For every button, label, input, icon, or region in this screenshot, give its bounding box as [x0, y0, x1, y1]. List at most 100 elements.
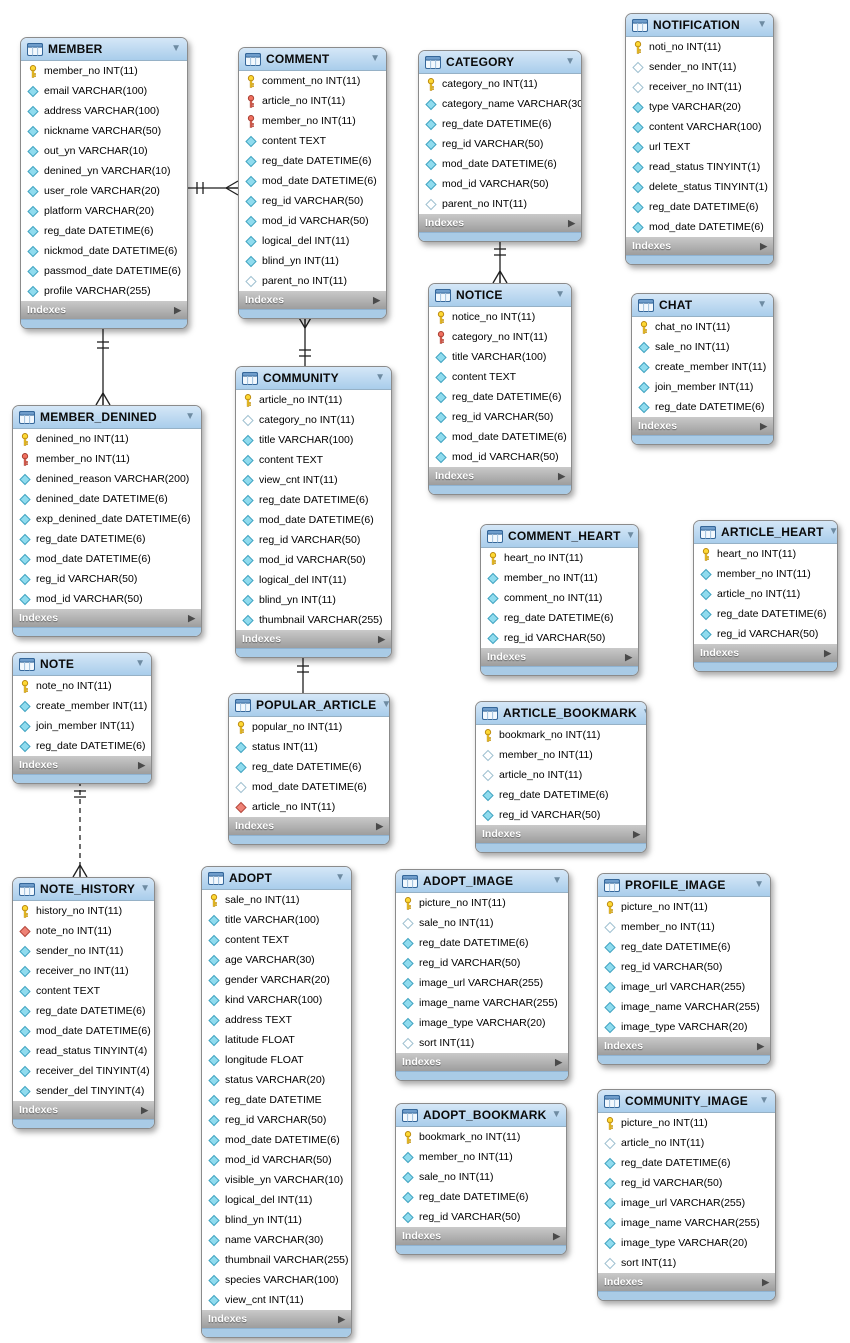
- table-header[interactable]: POPULAR_ARTICLE▼: [229, 694, 389, 717]
- expand-arrow-icon[interactable]: ▶: [376, 820, 383, 831]
- collapse-arrow-icon[interactable]: ▼: [625, 530, 636, 541]
- expand-arrow-icon[interactable]: ▶: [633, 828, 640, 839]
- indexes-section[interactable]: Indexes▶: [632, 417, 773, 435]
- expand-arrow-icon[interactable]: ▶: [824, 647, 831, 658]
- collapse-arrow-icon[interactable]: ▼: [171, 43, 181, 54]
- expand-arrow-icon[interactable]: ▶: [760, 240, 767, 251]
- indexes-section[interactable]: Indexes▶: [202, 1310, 351, 1328]
- indexes-section[interactable]: Indexes▶: [429, 467, 571, 485]
- collapse-arrow-icon[interactable]: ▼: [185, 411, 195, 422]
- table-adopt_bookmark[interactable]: ADOPT_BOOKMARK▼bookmark_no INT(11)member…: [395, 1103, 567, 1255]
- table-header[interactable]: NOTE▼: [13, 653, 151, 676]
- table-header[interactable]: COMMUNITY_IMAGE▼: [598, 1090, 775, 1113]
- collapse-arrow-icon[interactable]: ▼: [757, 299, 767, 310]
- table-category[interactable]: CATEGORY▼category_no INT(11)category_nam…: [418, 50, 582, 242]
- expand-arrow-icon[interactable]: ▶: [378, 633, 385, 644]
- indexes-section[interactable]: Indexes▶: [419, 214, 581, 232]
- expand-arrow-icon[interactable]: ▶: [553, 1230, 560, 1241]
- table-header[interactable]: PROFILE_IMAGE▼: [598, 874, 770, 897]
- table-comment_heart[interactable]: COMMENT_HEART▼heart_no INT(11)member_no …: [480, 524, 639, 676]
- table-header[interactable]: MEMBER▼: [21, 38, 187, 61]
- collapse-arrow-icon[interactable]: ▼: [375, 372, 385, 383]
- expand-arrow-icon[interactable]: ▶: [138, 759, 145, 770]
- relationship-category-notice[interactable]: [492, 239, 508, 284]
- table-member[interactable]: MEMBER▼member_no INT(11)email VARCHAR(10…: [20, 37, 188, 329]
- table-note[interactable]: NOTE▼note_no INT(11)create_member INT(11…: [12, 652, 152, 784]
- indexes-section[interactable]: Indexes▶: [236, 630, 391, 648]
- indexes-section[interactable]: Indexes▶: [396, 1227, 566, 1245]
- table-adopt[interactable]: ADOPT▼sale_no INT(11)title VARCHAR(100)c…: [201, 866, 352, 1338]
- expand-arrow-icon[interactable]: ▶: [762, 1276, 769, 1287]
- table-header[interactable]: CATEGORY▼: [419, 51, 581, 74]
- table-profile_image[interactable]: PROFILE_IMAGE▼picture_no INT(11)member_n…: [597, 873, 771, 1065]
- indexes-section[interactable]: Indexes▶: [476, 825, 646, 843]
- indexes-section[interactable]: Indexes▶: [598, 1037, 770, 1055]
- expand-arrow-icon[interactable]: ▶: [188, 612, 195, 623]
- indexes-section[interactable]: Indexes▶: [481, 648, 638, 666]
- indexes-section[interactable]: Indexes▶: [598, 1273, 775, 1291]
- table-adopt_image[interactable]: ADOPT_IMAGE▼picture_no INT(11)sale_no IN…: [395, 869, 569, 1081]
- collapse-arrow-icon[interactable]: ▼: [551, 1109, 562, 1120]
- collapse-arrow-icon[interactable]: ▼: [335, 872, 345, 883]
- collapse-arrow-icon[interactable]: ▼: [754, 879, 764, 890]
- table-header[interactable]: ADOPT_BOOKMARK▼: [396, 1104, 566, 1127]
- expand-arrow-icon[interactable]: ▶: [338, 1313, 345, 1324]
- collapse-arrow-icon[interactable]: ▼: [757, 19, 767, 30]
- table-header[interactable]: CHAT▼: [632, 294, 773, 317]
- expand-arrow-icon[interactable]: ▶: [760, 420, 767, 431]
- table-community[interactable]: COMMUNITY▼article_no INT(11)category_no …: [235, 366, 392, 658]
- expand-arrow-icon[interactable]: ▶: [625, 651, 632, 662]
- indexes-section[interactable]: Indexes▶: [13, 756, 151, 774]
- collapse-arrow-icon[interactable]: ▼: [140, 883, 150, 894]
- table-member_denined[interactable]: MEMBER_DENINED▼denined_no INT(11)member_…: [12, 405, 202, 637]
- table-header[interactable]: COMMENT▼: [239, 48, 386, 71]
- indexes-section[interactable]: Indexes▶: [239, 291, 386, 309]
- table-header[interactable]: ARTICLE_BOOKMARK▼: [476, 702, 646, 725]
- collapse-arrow-icon[interactable]: ▼: [828, 526, 838, 537]
- indexes-section[interactable]: Indexes▶: [13, 1101, 154, 1119]
- indexes-section[interactable]: Indexes▶: [229, 817, 389, 835]
- table-comment[interactable]: COMMENT▼comment_no INT(11)article_no INT…: [238, 47, 387, 319]
- collapse-arrow-icon[interactable]: ▼: [370, 53, 380, 64]
- table-community_image[interactable]: COMMUNITY_IMAGE▼picture_no INT(11)articl…: [597, 1089, 776, 1301]
- table-header[interactable]: COMMENT_HEART▼: [481, 525, 638, 548]
- table-popular_article[interactable]: POPULAR_ARTICLE▼popular_no INT(11)status…: [228, 693, 390, 845]
- indexes-section[interactable]: Indexes▶: [13, 609, 201, 627]
- collapse-arrow-icon[interactable]: ▼: [565, 56, 575, 67]
- relationship-member-comment[interactable]: [186, 180, 239, 196]
- relationship-community-comment[interactable]: [297, 315, 313, 366]
- collapse-arrow-icon[interactable]: ▼: [381, 700, 389, 710]
- relationship-member-member_denined[interactable]: [95, 326, 111, 406]
- table-header[interactable]: COMMUNITY▼: [236, 367, 391, 390]
- expand-arrow-icon[interactable]: ▶: [558, 470, 565, 481]
- table-header[interactable]: NOTIFICATION▼: [626, 14, 773, 37]
- table-header[interactable]: MEMBER_DENINED▼: [13, 406, 201, 429]
- collapse-arrow-icon[interactable]: ▼: [555, 289, 565, 300]
- collapse-arrow-icon[interactable]: ▼: [552, 875, 562, 886]
- relationship-note-note_history[interactable]: [72, 781, 88, 878]
- table-header[interactable]: ARTICLE_HEART▼: [694, 521, 837, 544]
- table-article_heart[interactable]: ARTICLE_HEART▼heart_no INT(11)member_no …: [693, 520, 838, 672]
- expand-arrow-icon[interactable]: ▶: [174, 304, 181, 315]
- indexes-section[interactable]: Indexes▶: [694, 644, 837, 662]
- table-header[interactable]: ADOPT▼: [202, 867, 351, 890]
- collapse-arrow-icon[interactable]: ▼: [642, 708, 646, 718]
- indexes-section[interactable]: Indexes▶: [626, 237, 773, 255]
- table-notice[interactable]: NOTICE▼notice_no INT(11)category_no INT(…: [428, 283, 572, 495]
- table-notification[interactable]: NOTIFICATION▼noti_no INT(11)sender_no IN…: [625, 13, 774, 265]
- expand-arrow-icon[interactable]: ▶: [373, 294, 380, 305]
- table-header[interactable]: NOTICE▼: [429, 284, 571, 307]
- expand-arrow-icon[interactable]: ▶: [141, 1104, 148, 1115]
- table-article_bookmark[interactable]: ARTICLE_BOOKMARK▼bookmark_no INT(11)memb…: [475, 701, 647, 853]
- expand-arrow-icon[interactable]: ▶: [568, 217, 575, 228]
- collapse-arrow-icon[interactable]: ▼: [135, 658, 145, 669]
- indexes-section[interactable]: Indexes▶: [21, 301, 187, 319]
- indexes-section[interactable]: Indexes▶: [396, 1053, 568, 1071]
- table-chat[interactable]: CHAT▼chat_no INT(11)sale_no INT(11)creat…: [631, 293, 774, 445]
- collapse-arrow-icon[interactable]: ▼: [759, 1095, 769, 1106]
- relationship-community-popular_article[interactable]: [297, 655, 309, 693]
- table-note_history[interactable]: NOTE_HISTORY▼history_no INT(11)note_no I…: [12, 877, 155, 1129]
- table-header[interactable]: ADOPT_IMAGE▼: [396, 870, 568, 893]
- table-header[interactable]: NOTE_HISTORY▼: [13, 878, 154, 901]
- expand-arrow-icon[interactable]: ▶: [555, 1056, 562, 1067]
